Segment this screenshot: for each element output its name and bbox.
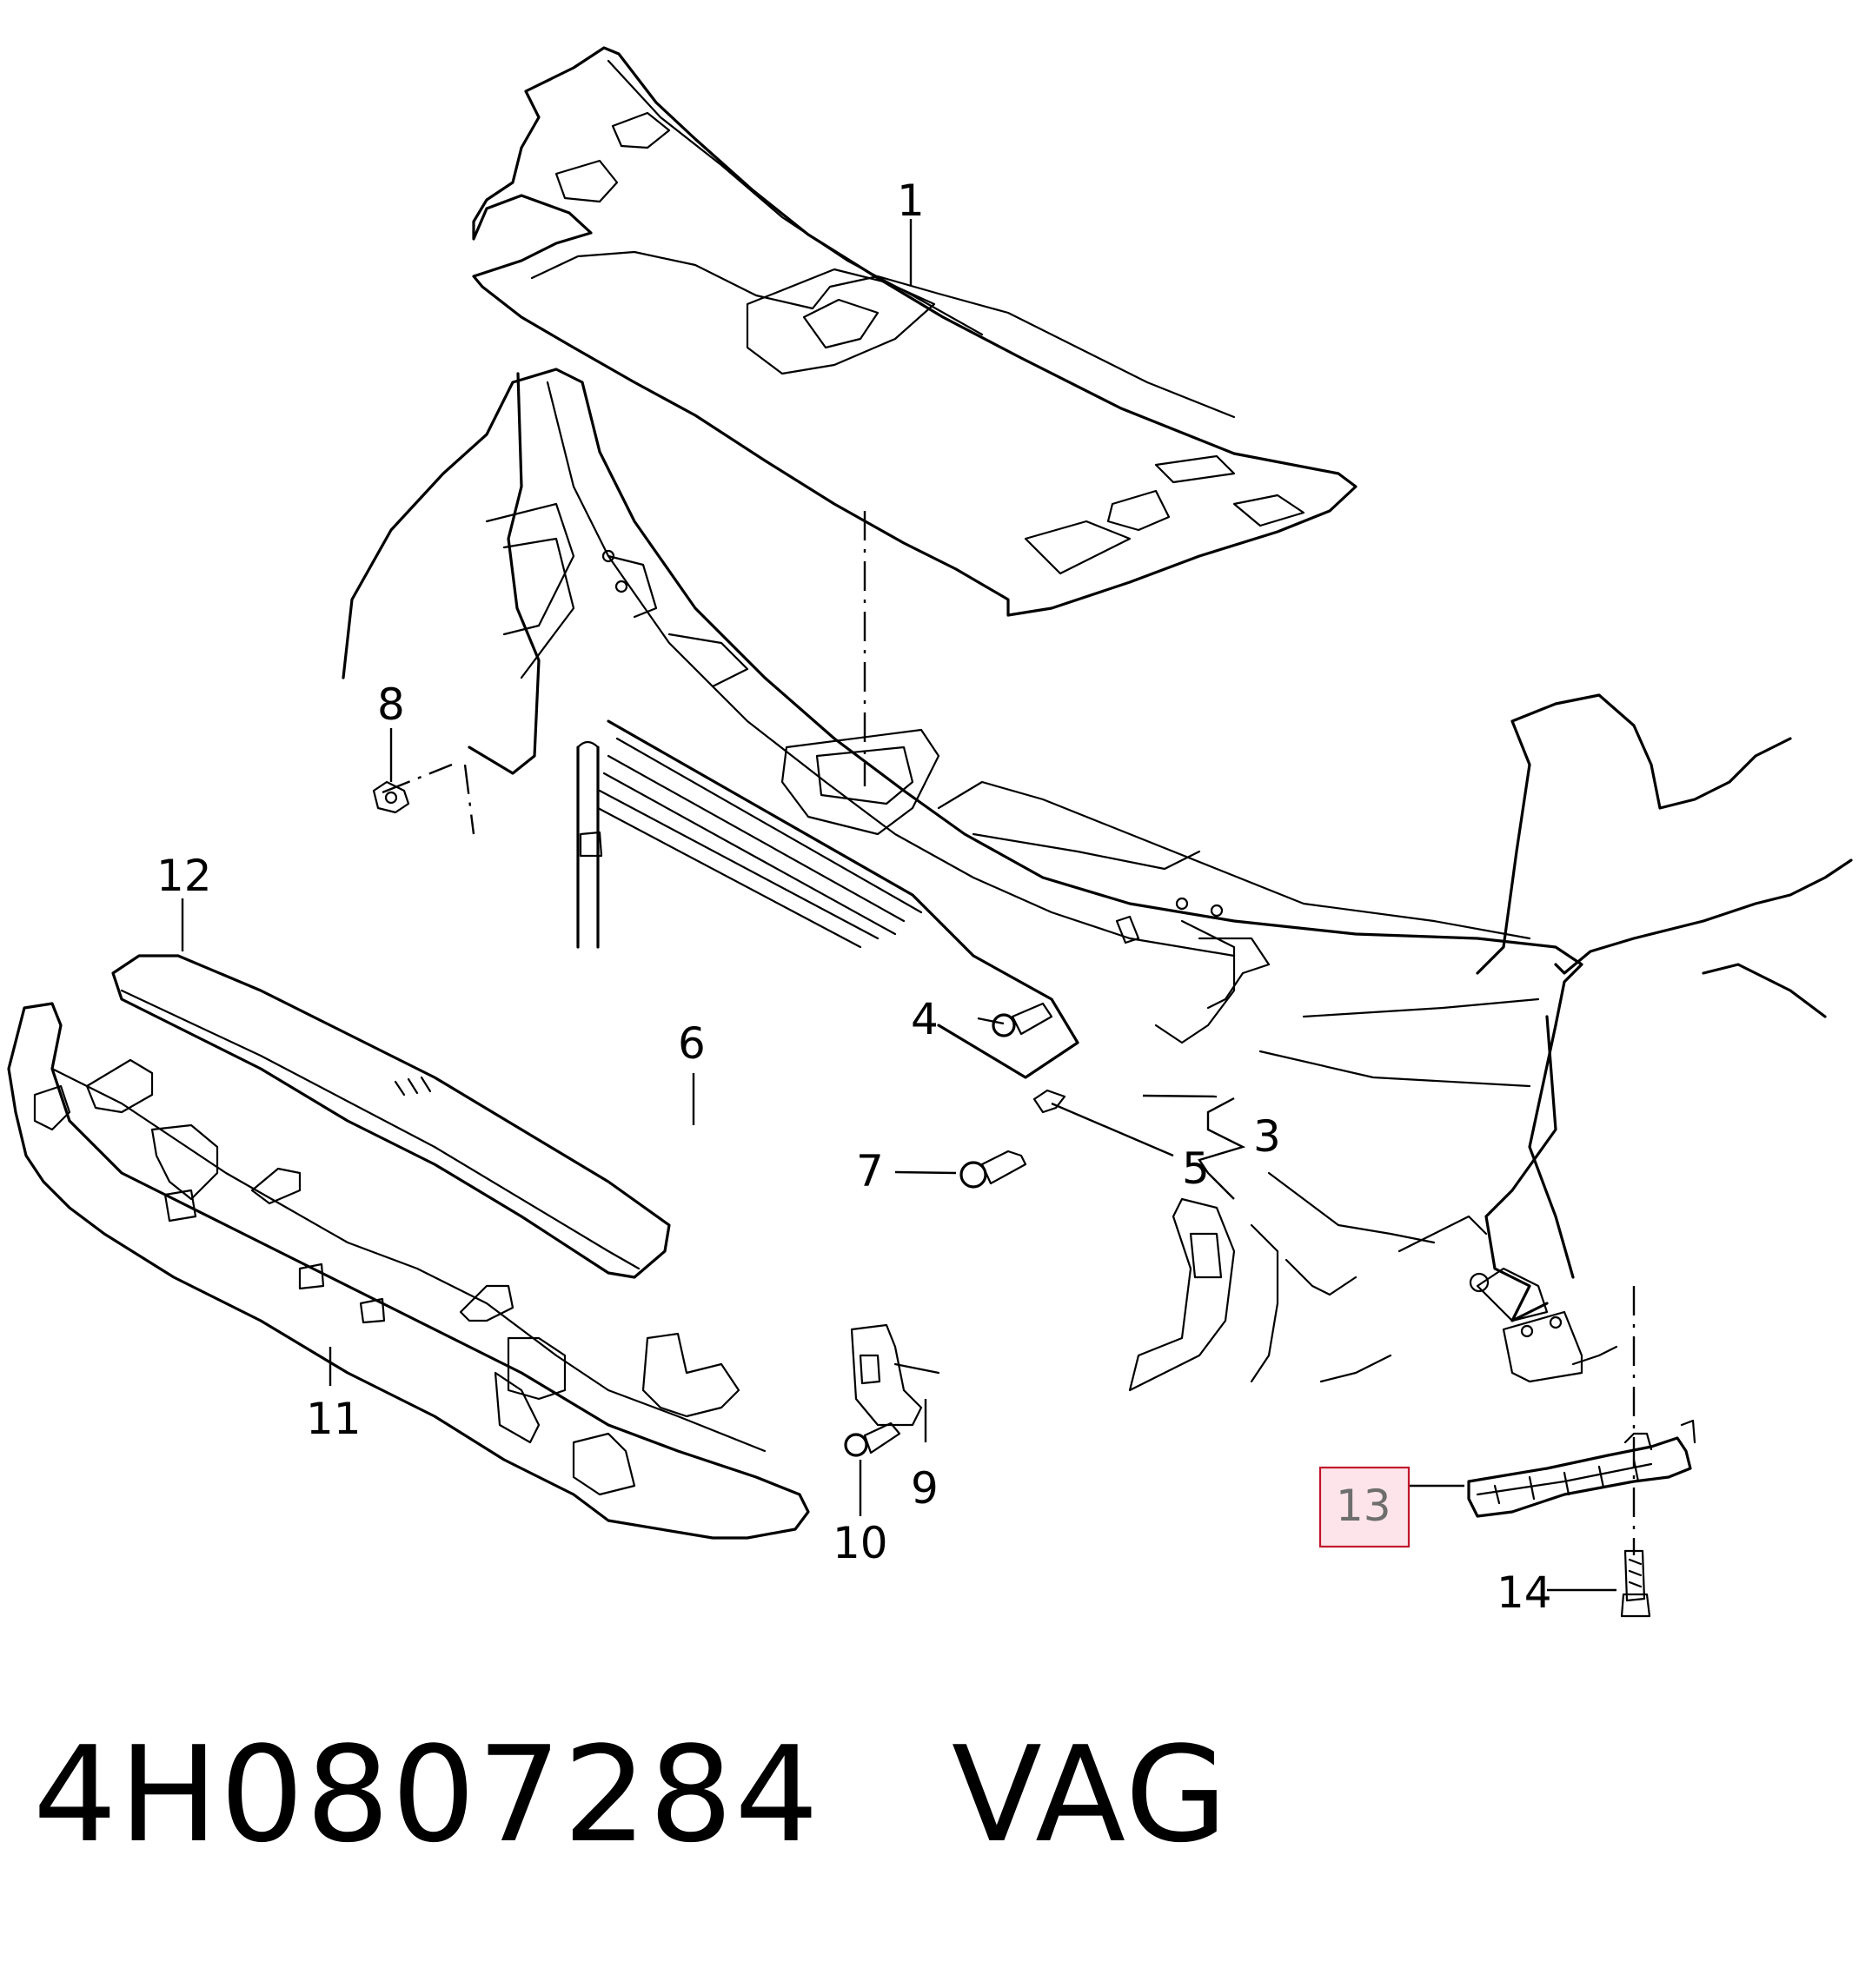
part-3-side-bracket — [1115, 693, 1853, 1392]
part-6-lock-carrier — [342, 368, 1583, 1079]
callout-9: 9 — [911, 1463, 939, 1514]
callout-4: 4 — [911, 994, 939, 1044]
callout-5: 5 — [1182, 1143, 1210, 1194]
fastener-10-bolt — [844, 1421, 901, 1457]
part-1-upper-panel — [472, 46, 1358, 617]
callout-8: 8 — [377, 679, 405, 730]
callout-12: 12 — [156, 851, 212, 901]
fastener-8-nut — [372, 780, 410, 814]
part-12-absorber-strip — [111, 954, 671, 1279]
callout-3: 3 — [1253, 1111, 1281, 1162]
callout-6: 6 — [678, 1018, 706, 1069]
highlighted-callout-13: 13 — [1318, 1466, 1411, 1548]
callout-1: 1 — [897, 176, 925, 226]
callout-labels: 1 3 4 5 6 7 8 9 10 11 12 13 14 — [156, 176, 1552, 1618]
callout-10: 10 — [833, 1518, 888, 1568]
fastener-7-bolt — [959, 1150, 1027, 1189]
callout-13: 13 — [1336, 1481, 1391, 1531]
part-11-bumper-carrier — [7, 1002, 940, 1540]
fastener-5-clip — [1032, 1089, 1066, 1114]
callout-11: 11 — [306, 1394, 362, 1444]
leader-lines — [181, 219, 1636, 1592]
callout-14: 14 — [1497, 1567, 1552, 1618]
fastener-4-bolt — [992, 1002, 1053, 1037]
callout-7: 7 — [856, 1146, 884, 1196]
part-13-bumper-bracket — [1467, 1419, 1696, 1518]
fastener-14-screw — [1620, 1549, 1651, 1618]
part-number-caption: 4H0807284 VAG — [33, 1718, 1230, 1872]
